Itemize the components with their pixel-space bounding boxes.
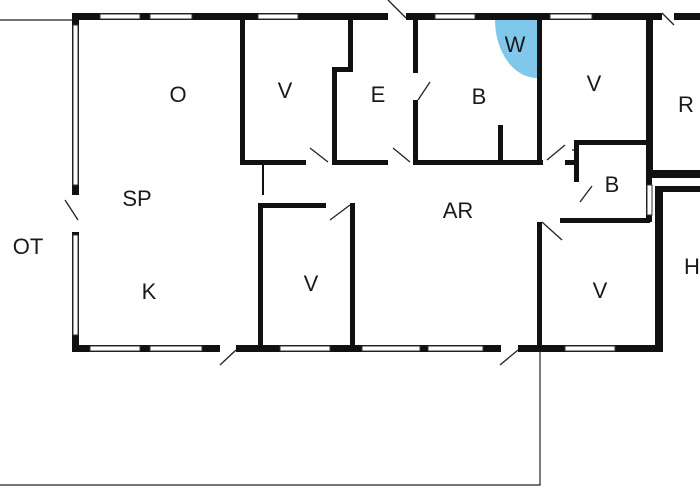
windows bbox=[72, 13, 653, 352]
doors bbox=[64, 0, 675, 366]
room-label-w: W bbox=[505, 32, 526, 57]
room-label-o: O bbox=[169, 82, 186, 107]
room-label-ot: OT bbox=[13, 234, 44, 259]
room-label-v-top-left: V bbox=[278, 78, 293, 103]
room-label-v-bottom-right: V bbox=[593, 278, 608, 303]
room-label-k: K bbox=[142, 279, 157, 304]
room-label-h: H bbox=[684, 254, 700, 279]
room-label-e: E bbox=[371, 82, 386, 107]
room-label-v-top-right: V bbox=[587, 71, 602, 96]
terrace-outline bbox=[0, 19, 541, 486]
interior-walls bbox=[240, 13, 651, 350]
room-label-b-small: B bbox=[605, 172, 620, 197]
room-label-sp: SP bbox=[122, 186, 151, 211]
room-label-r: R bbox=[678, 92, 694, 117]
shower-area bbox=[495, 20, 537, 78]
room-label-v-bottom-left: V bbox=[304, 271, 319, 296]
room-label-b-top: B bbox=[472, 84, 487, 109]
room-label-ar: AR bbox=[443, 198, 474, 223]
